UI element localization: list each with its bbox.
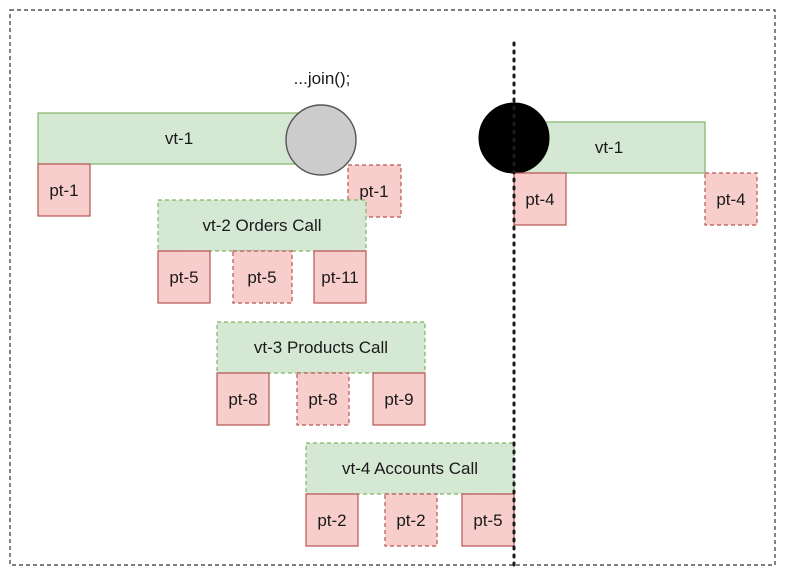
vt-1-label-left: vt-1: [165, 129, 193, 148]
pt-5-solid-box-accounts: [461, 493, 515, 547]
pt-2-dashed-box: [384, 493, 438, 547]
pt-5-solid-label: pt-5: [169, 268, 198, 287]
pt-4-solid-label: pt-4: [525, 190, 554, 209]
pt-5-solid-label-accounts: pt-5: [473, 511, 502, 530]
pt-8-dashed-box: [296, 372, 350, 426]
vt-4-accounts-call-label: vt-4 Accounts Call: [342, 459, 478, 478]
pt-8-dashed-label: pt-8: [308, 390, 337, 409]
right-panel: vt-1 pt-4 pt-4: [478, 102, 758, 226]
diagram-frame: [9, 9, 776, 566]
unmounted-circle: [285, 104, 357, 176]
vt-1-bar-left: [37, 112, 321, 165]
pt-5-dashed-box: [232, 250, 293, 304]
pt-9-solid-label: pt-9: [384, 390, 413, 409]
pt-4-dashed-label: pt-4: [716, 190, 745, 209]
vt-3-products-call-label: vt-3 Products Call: [254, 338, 388, 357]
join-annotation: ...join();: [294, 69, 351, 88]
left-panel: vt-1 pt-1 pt-1 vt-2 Orders Call pt-5 pt-…: [37, 104, 515, 547]
vt-1-label-right: vt-1: [595, 138, 623, 157]
pt-8-solid-box: [216, 372, 270, 426]
pt-11-solid-box: [313, 250, 367, 304]
pt-4-dashed-box: [704, 172, 758, 226]
pt-4-solid-box: [513, 172, 567, 226]
pt-1-solid-label: pt-1: [49, 181, 78, 200]
pt-5-dashed-label: pt-5: [247, 268, 276, 287]
pt-1-dashed-label: pt-1: [359, 182, 388, 201]
vt-2-orders-call-label: vt-2 Orders Call: [202, 216, 321, 235]
vt-2-orders-call-bar: [157, 199, 367, 252]
pt-8-solid-label: pt-8: [228, 390, 257, 409]
pt-2-solid-label: pt-2: [317, 511, 346, 530]
pt-2-dashed-label: pt-2: [396, 511, 425, 530]
vt-3-products-call-bar: [216, 321, 426, 374]
pt-1-solid-box: [37, 163, 91, 217]
pt-9-solid-box: [372, 372, 426, 426]
pt-11-solid-label: pt-11: [321, 268, 359, 287]
pt-2-solid-box: [305, 493, 359, 547]
pt-5-solid-box: [157, 250, 211, 304]
